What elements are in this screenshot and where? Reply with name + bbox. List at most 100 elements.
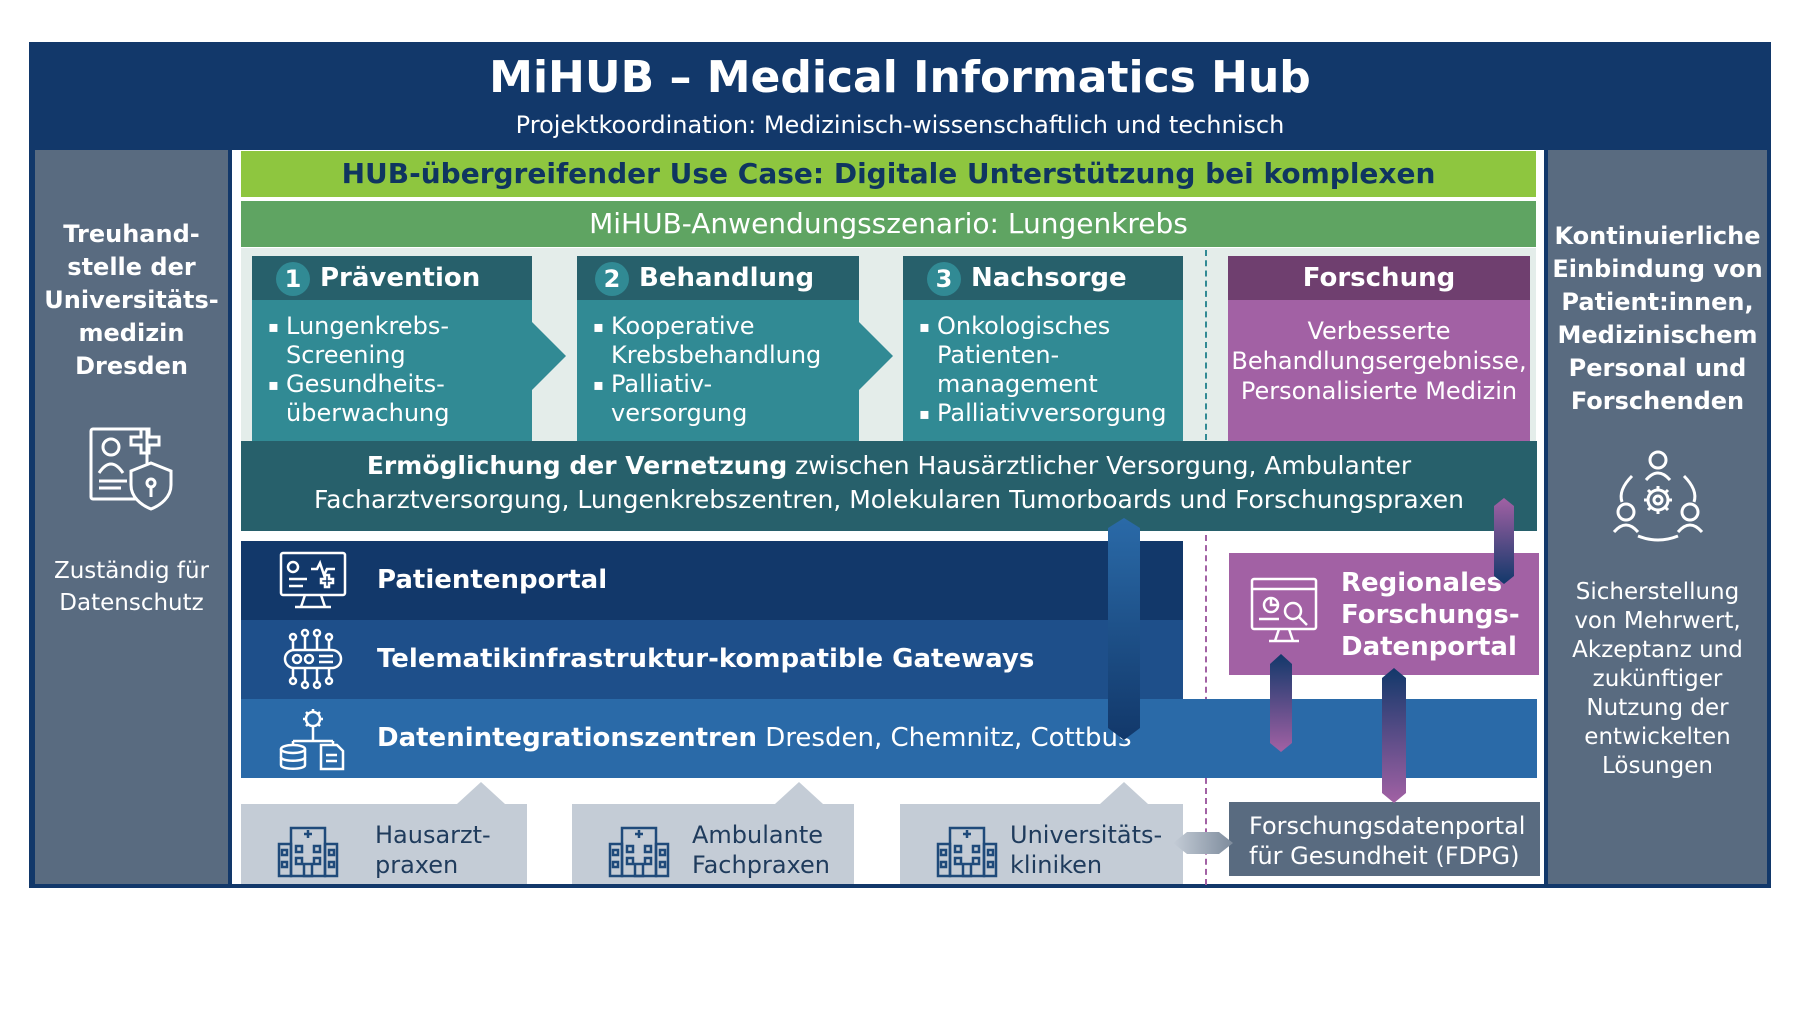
vernetzung-banner: Ermöglichung der Vernetzung zwischen Hau…: [241, 441, 1537, 531]
user-shield-icon: [87, 425, 177, 511]
double-arrow-vernetzung-regional: [1494, 498, 1514, 584]
hospital-building-icon: [936, 820, 998, 878]
fdpg-line: für Gesundheit (FDPG): [1249, 842, 1520, 870]
phase-item-line: Gesundheits-: [286, 370, 445, 398]
patientenportal-label: Patientenportal: [377, 565, 608, 595]
left-title-line: Dresden: [75, 352, 188, 380]
page-subtitle: Projektkoordination: Medizinisch-wissens…: [515, 111, 1285, 139]
right-caption-line: Akzeptanz und: [1572, 637, 1743, 663]
phase-item: Gesundheits-überwachung: [268, 370, 532, 428]
right-caption-line: Sicherstellung: [1575, 579, 1740, 605]
hospital-building-icon: [608, 820, 670, 878]
band-patientenportal: Patientenportal: [241, 541, 1183, 620]
org-pointer: [1100, 782, 1148, 804]
left-panel: Treuhand- stelle der Universitäts- mediz…: [35, 150, 228, 884]
double-arrow-vernetzung-diz: [1108, 518, 1140, 740]
org-label: Ambulante Fachpraxen: [692, 820, 830, 880]
right-title-line: Medizinischem: [1557, 321, 1758, 349]
hospital-building-icon: [277, 820, 339, 878]
people-cycle-gear-icon: [1608, 446, 1708, 542]
phase-item: Palliativ-versorgung: [593, 370, 859, 428]
vernetzung-bold: Ermöglichung der Vernetzung: [366, 451, 788, 480]
page-title: MiHUB – Medical Informatics Hub: [489, 52, 1311, 103]
right-caption-line: von Mehrwert,: [1574, 608, 1741, 634]
circuit-gateway-icon: [277, 628, 349, 692]
phase-item: Lungenkrebs-Screening: [268, 312, 532, 370]
research-monitor-icon: [1249, 571, 1319, 649]
right-caption-line: zukünftiger: [1592, 666, 1723, 692]
phase-item-line: Onkologisches: [937, 312, 1111, 340]
org-label-line: Hausarzt-: [375, 821, 491, 849]
right-caption-line: entwickelten: [1584, 724, 1731, 750]
use-case-banner: HUB-übergreifender Use Case: Digitale Un…: [241, 151, 1536, 236]
phase-item-line: Kooperative: [611, 312, 755, 340]
database-gear-icon: [277, 707, 349, 771]
forschung-header: Forschung: [1228, 256, 1530, 300]
phase-arrow: [532, 322, 566, 390]
double-arrow-regional-fdpg: [1382, 668, 1406, 803]
left-panel-title: Treuhand- stelle der Universitäts- mediz…: [35, 218, 228, 383]
phase-item-line: Patienten-: [937, 341, 1060, 369]
diz-label: Datenintegrationszentren Dresden, Chemni…: [377, 699, 1132, 778]
regional-portal-line: Regionales: [1341, 568, 1503, 598]
left-title-line: stelle der: [67, 253, 196, 281]
diz-bold: Datenintegrationszentren: [377, 723, 758, 753]
phase-item-line: versorgung: [611, 399, 748, 427]
monitor-health-icon: [277, 549, 349, 613]
phase-item: Palliativversorgung: [919, 399, 1183, 428]
phase-item-line: Palliativ-: [611, 370, 713, 398]
fdpg-box: Forschungsdatenportal für Gesundheit (FD…: [1229, 802, 1540, 876]
org-pointer: [775, 782, 823, 804]
phase-header: 3 Nachsorge: [903, 256, 1183, 300]
left-title-line: medizin: [78, 319, 185, 347]
forschung-line: Verbesserte: [1307, 317, 1451, 345]
phase-label: Nachsorge: [971, 263, 1127, 293]
org-label-line: Universitäts-: [1010, 821, 1163, 849]
left-title-line: Treuhand-: [63, 220, 200, 248]
left-panel-caption: Zuständig für Datenschutz: [35, 555, 228, 619]
org-universitaetskliniken: Universitäts- kliniken: [900, 804, 1183, 884]
right-title-line: Patient:innen,: [1561, 288, 1754, 316]
right-title-line: Forschenden: [1570, 387, 1745, 415]
org-label-line: kliniken: [1010, 851, 1103, 879]
phase-body: Lungenkrebs-Screening Gesundheits-überwa…: [252, 300, 532, 446]
double-arrow-regional-diz: [1270, 654, 1292, 752]
phase-item-line: Krebsbehandlung: [611, 341, 822, 369]
forschung-line: Personalisierte Medizin: [1240, 377, 1518, 405]
org-ambulante-fachpraxen: Ambulante Fachpraxen: [572, 804, 854, 884]
right-title-line: Kontinuierliche: [1554, 222, 1761, 250]
right-panel-caption: Sicherstellung von Mehrwert, Akzeptanz u…: [1548, 578, 1767, 781]
org-label-line: Ambulante: [692, 821, 824, 849]
forschung-box: Forschung Verbesserte Behandlungsergebni…: [1228, 256, 1530, 450]
diz-cities: Dresden, Chemnitz, Cottbus: [757, 723, 1132, 753]
phase-number: 3: [927, 261, 961, 296]
phase-label: Behandlung: [639, 263, 815, 293]
gateways-label: Telematikinfrastruktur-kompatible Gatewa…: [377, 644, 1035, 674]
vernetzung-line-1: Ermöglichung der Vernetzung zwischen Hau…: [241, 449, 1537, 483]
org-label: Hausarzt- praxen: [375, 820, 491, 880]
right-panel: Kontinuierliche Einbindung von Patient:i…: [1548, 150, 1767, 884]
phase-item-line: management: [937, 370, 1098, 398]
right-title-line: Einbindung von: [1552, 255, 1763, 283]
double-arrow-kliniken-fdpg: [1173, 832, 1233, 854]
right-caption-line: Lösungen: [1602, 753, 1713, 779]
regional-portal-label: Regionales Forschungs- Datenportal: [1341, 567, 1520, 663]
org-hausarztpraxen: Hausarzt- praxen: [241, 804, 527, 884]
vernetzung-text: zwischen Hausärztlicher Versorgung, Ambu…: [787, 451, 1412, 480]
band-datenintegrationszentren: Datenintegrationszentren Dresden, Chemni…: [241, 699, 1537, 778]
phase-item-line: überwachung: [286, 399, 450, 427]
right-caption-line: Nutzung der: [1586, 695, 1729, 721]
separator-line: [1205, 250, 1207, 440]
right-title-line: Personal und: [1568, 354, 1747, 382]
regional-portal-line: Forschungs-: [1341, 600, 1520, 630]
band-gateways: Telematikinfrastruktur-kompatible Gatewa…: [241, 620, 1183, 699]
right-panel-title: Kontinuierliche Einbindung von Patient:i…: [1548, 220, 1767, 418]
phase-nachsorge: 3 Nachsorge OnkologischesPatienten-manage…: [903, 256, 1183, 446]
